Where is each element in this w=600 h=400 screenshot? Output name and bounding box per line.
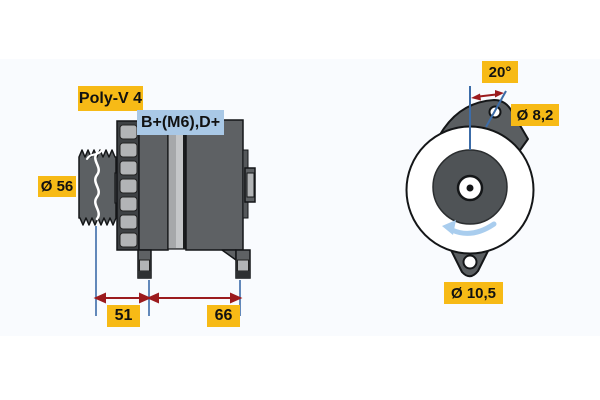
mount-angle-label: 20° xyxy=(482,61,518,83)
shaft-center xyxy=(466,184,474,192)
belt-type-label: Poly-V 4 xyxy=(78,86,143,111)
rear-taper xyxy=(221,249,237,261)
mounting-feet xyxy=(137,249,251,279)
dimension-lines xyxy=(93,226,243,316)
bottom-hole-diameter-label: Ø 10,5 xyxy=(444,282,503,304)
front-view xyxy=(405,86,535,278)
top-hole-diameter-label: Ø 8,2 xyxy=(511,104,559,126)
alternator-body xyxy=(138,119,256,261)
dimension-51-label: 51 xyxy=(107,305,140,327)
pulley-diameter-label: Ø 56 xyxy=(38,176,76,197)
front-mounting-foot xyxy=(137,249,152,279)
rear-housing xyxy=(185,119,244,251)
break-line xyxy=(86,149,103,160)
dimension-66-label: 66 xyxy=(207,305,240,327)
ear-axis-line xyxy=(485,90,507,128)
bottom-mounting-hole xyxy=(462,254,478,270)
rear-mounting-foot xyxy=(235,249,251,279)
housing-divider xyxy=(183,121,187,249)
rotation-arrow-icon xyxy=(442,220,497,236)
break-line xyxy=(94,151,100,221)
side-view xyxy=(78,97,256,316)
terminal-label: B+(M6),D+ xyxy=(137,110,224,135)
angle-arrow xyxy=(471,90,504,101)
front-housing xyxy=(138,119,169,251)
cooling-fins xyxy=(116,120,140,251)
terminal-insulator xyxy=(246,172,255,198)
